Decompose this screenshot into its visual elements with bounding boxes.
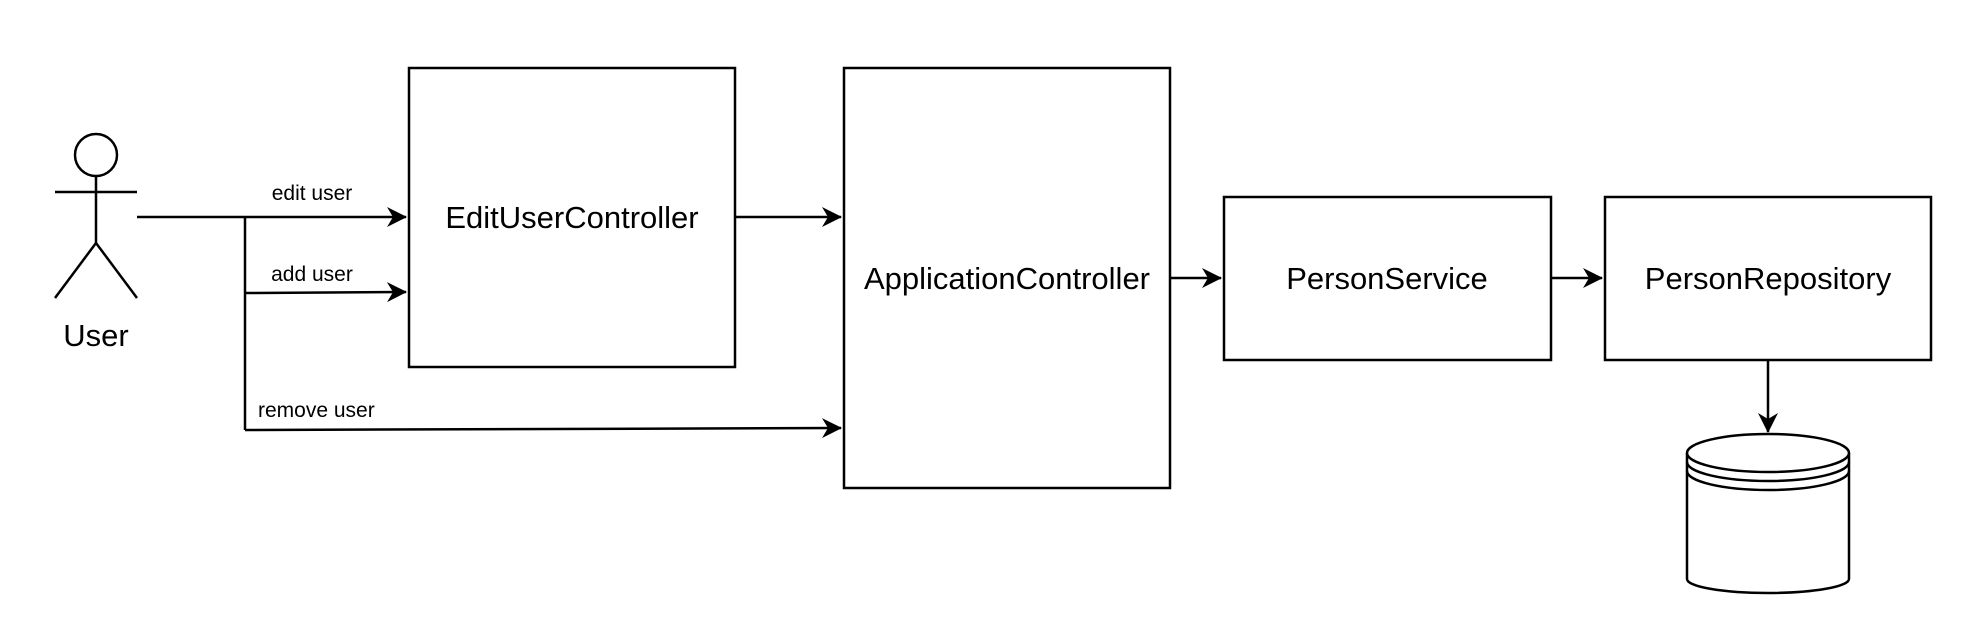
actor-label: User [63, 318, 128, 353]
add-user-arrow [244, 282, 407, 303]
actor-right-leg [94, 242, 139, 299]
person-service-node: PersonService [1222, 195, 1553, 362]
add-user-label: add user [271, 263, 353, 286]
person-repository-node: PersonRepository [1603, 195, 1933, 362]
edit-user-controller-label: EditUserController [445, 200, 698, 235]
application-controller-label: ApplicationController [864, 261, 1150, 296]
database-ring-2 [1685, 470, 1851, 492]
database-top [1685, 432, 1851, 474]
actor-left-leg [53, 242, 98, 299]
user-connectors: edit user add user remove user [137, 182, 842, 439]
person-repository-box [1603, 195, 1933, 362]
remove-user-label: remove user [258, 399, 375, 422]
actor-head [73, 132, 119, 178]
user-actor: User [53, 132, 139, 353]
application-controller-node: ApplicationController [842, 66, 1172, 490]
database-ring-1 [1685, 461, 1851, 483]
database-icon [1685, 432, 1851, 595]
edit-user-controller-box [407, 66, 737, 369]
person-repository-label: PersonRepository [1645, 261, 1892, 296]
person-service-label: PersonService [1286, 261, 1488, 296]
application-controller-box [842, 66, 1172, 490]
database-body [1685, 453, 1851, 595]
edit-user-label: edit user [272, 182, 353, 205]
remove-user-arrow [244, 418, 842, 439]
person-service-box [1222, 195, 1553, 362]
edit-user-controller-node: EditUserController [407, 66, 737, 369]
